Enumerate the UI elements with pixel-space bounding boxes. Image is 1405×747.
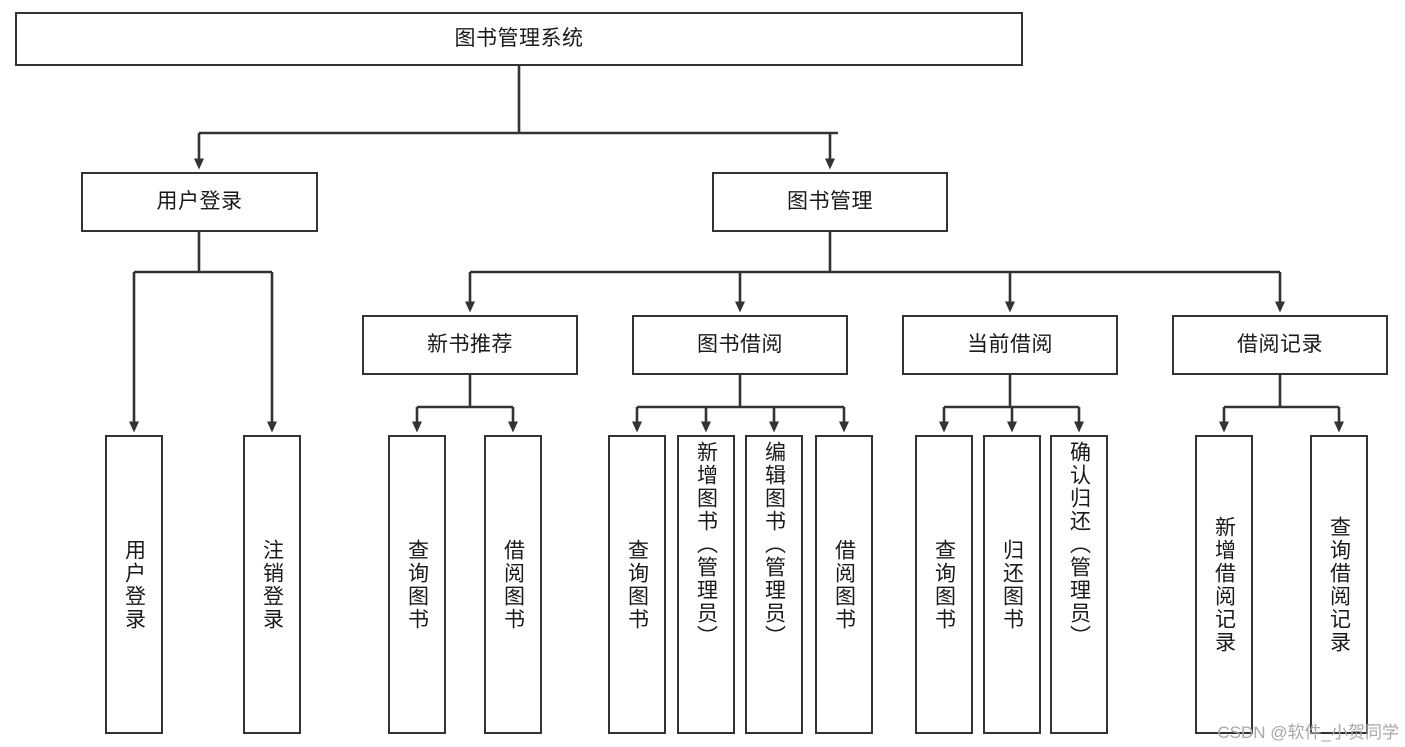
node-borrow-record-label: 借阅记录: [1237, 332, 1323, 356]
node-borrow-record[interactable]: 借阅记录: [1172, 315, 1388, 375]
node-root-system[interactable]: 图书管理系统: [15, 12, 1023, 66]
node-leaf-logout-login-label: 注销登录: [260, 538, 284, 631]
node-user-login-label: 用户登录: [156, 189, 243, 213]
node-leaf-confirm-return-admin[interactable]: 确认归还（管理员）: [1050, 435, 1108, 734]
node-leaf-query-book-current[interactable]: 查询图书: [915, 435, 973, 734]
node-current-borrow[interactable]: 当前借阅: [902, 315, 1118, 375]
node-leaf-user-login-label: 用户登录: [122, 538, 146, 631]
node-new-book-recommend[interactable]: 新书推荐: [362, 315, 578, 375]
node-leaf-query-book-borrow-label: 查询图书: [625, 538, 649, 631]
node-book-manage[interactable]: 图书管理: [712, 172, 948, 232]
node-leaf-confirm-return-admin-label: 确认归还（管理员）: [1067, 441, 1091, 648]
node-leaf-borrow-book-recommend-label: 借阅图书: [501, 538, 525, 631]
node-leaf-add-borrow-record-label: 新增借阅记录: [1212, 515, 1236, 654]
node-leaf-add-book-admin[interactable]: 新增图书（管理员）: [677, 435, 735, 734]
node-new-book-recommend-label: 新书推荐: [427, 332, 513, 356]
node-leaf-return-book-label: 归还图书: [1000, 538, 1024, 631]
node-root-system-label: 图书管理系统: [454, 26, 584, 50]
node-leaf-query-book-borrow[interactable]: 查询图书: [608, 435, 666, 734]
node-book-borrow[interactable]: 图书借阅: [632, 315, 848, 375]
node-current-borrow-label: 当前借阅: [967, 332, 1053, 356]
node-leaf-query-borrow-record[interactable]: 查询借阅记录: [1310, 435, 1368, 734]
node-leaf-borrow-book-borrow[interactable]: 借阅图书: [815, 435, 873, 734]
node-user-login[interactable]: 用户登录: [81, 172, 318, 232]
node-leaf-query-book-recommend[interactable]: 查询图书: [388, 435, 446, 734]
node-leaf-edit-book-admin[interactable]: 编辑图书（管理员）: [745, 435, 803, 734]
node-leaf-query-book-recommend-label: 查询图书: [405, 538, 429, 631]
node-leaf-return-book[interactable]: 归还图书: [983, 435, 1041, 734]
node-leaf-add-borrow-record[interactable]: 新增借阅记录: [1195, 435, 1253, 734]
node-leaf-edit-book-admin-label: 编辑图书（管理员）: [762, 441, 786, 648]
node-leaf-borrow-book-borrow-label: 借阅图书: [832, 538, 856, 631]
node-leaf-logout-login[interactable]: 注销登录: [243, 435, 301, 734]
node-book-borrow-label: 图书借阅: [697, 332, 783, 356]
node-leaf-query-book-current-label: 查询图书: [932, 538, 956, 631]
node-leaf-borrow-book-recommend[interactable]: 借阅图书: [484, 435, 542, 734]
node-leaf-user-login[interactable]: 用户登录: [105, 435, 163, 734]
node-book-manage-label: 图书管理: [787, 189, 873, 213]
watermark-text: CSDN @软件_小贺同学: [1217, 723, 1399, 742]
node-leaf-query-borrow-record-label: 查询借阅记录: [1327, 515, 1351, 654]
node-leaf-add-book-admin-label: 新增图书（管理员）: [694, 441, 718, 648]
